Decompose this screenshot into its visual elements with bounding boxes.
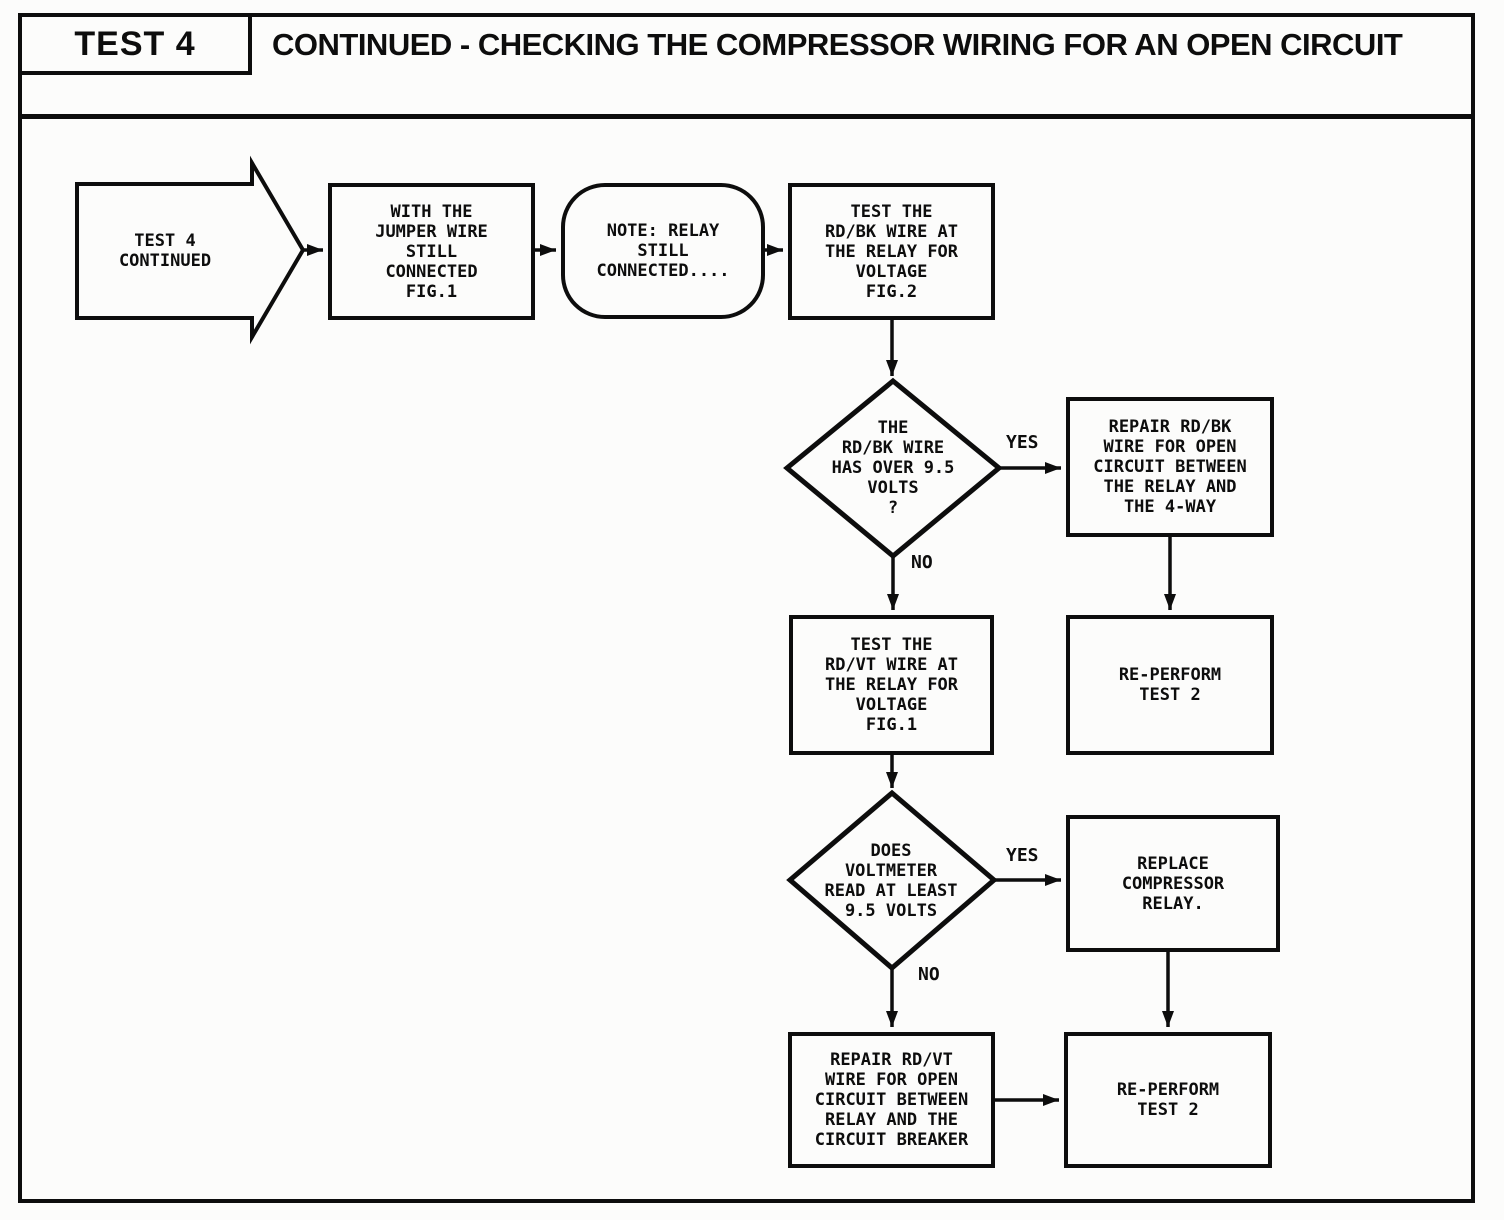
no-label-2: NO [918, 964, 940, 985]
reperform-test2-box-1: RE-PERFORM TEST 2 [1066, 615, 1274, 755]
test-rdbk-wire-box: TEST THE RD/BK WIRE AT THE RELAY FOR VOL… [788, 183, 995, 320]
relay-note-box: NOTE: RELAY STILL CONNECTED.... [561, 183, 765, 319]
connector-lines [303, 244, 1176, 1106]
replace-relay-box: REPLACE COMPRESSOR RELAY. [1066, 815, 1280, 952]
start-arrow-shape [75, 155, 306, 345]
decision-voltmeter-text: DOES VOLTMETER READ AT LEAST 9.5 VOLTS [824, 840, 958, 921]
page-title: CONTINUED - CHECKING THE COMPRESSOR WIRI… [272, 27, 1403, 62]
jumper-wire-box: WITH THE JUMPER WIRE STILL CONNECTED FIG… [328, 183, 535, 320]
reperform-test2-box-2: RE-PERFORM TEST 2 [1064, 1032, 1272, 1168]
yes-label-1: YES [1006, 432, 1039, 453]
yes-label-2: YES [1006, 845, 1039, 866]
no-label-1: NO [911, 552, 933, 573]
test-number-box: TEST 4 [18, 13, 252, 75]
repair-rdbk-box: REPAIR RD/BK WIRE FOR OPEN CIRCUIT BETWE… [1066, 397, 1274, 537]
decision-rdbk-text: THE RD/BK WIRE HAS OVER 9.5 VOLTS ? [831, 418, 955, 518]
test-rdvt-wire-box: TEST THE RD/VT WIRE AT THE RELAY FOR VOL… [789, 615, 994, 755]
start-arrow: TEST 4 CONTINUED [118, 231, 212, 271]
page-border [18, 13, 1475, 1203]
repair-rdvt-box: REPAIR RD/VT WIRE FOR OPEN CIRCUIT BETWE… [788, 1032, 995, 1168]
header-separator [18, 114, 1475, 119]
test-number-label: TEST 4 [74, 24, 196, 63]
